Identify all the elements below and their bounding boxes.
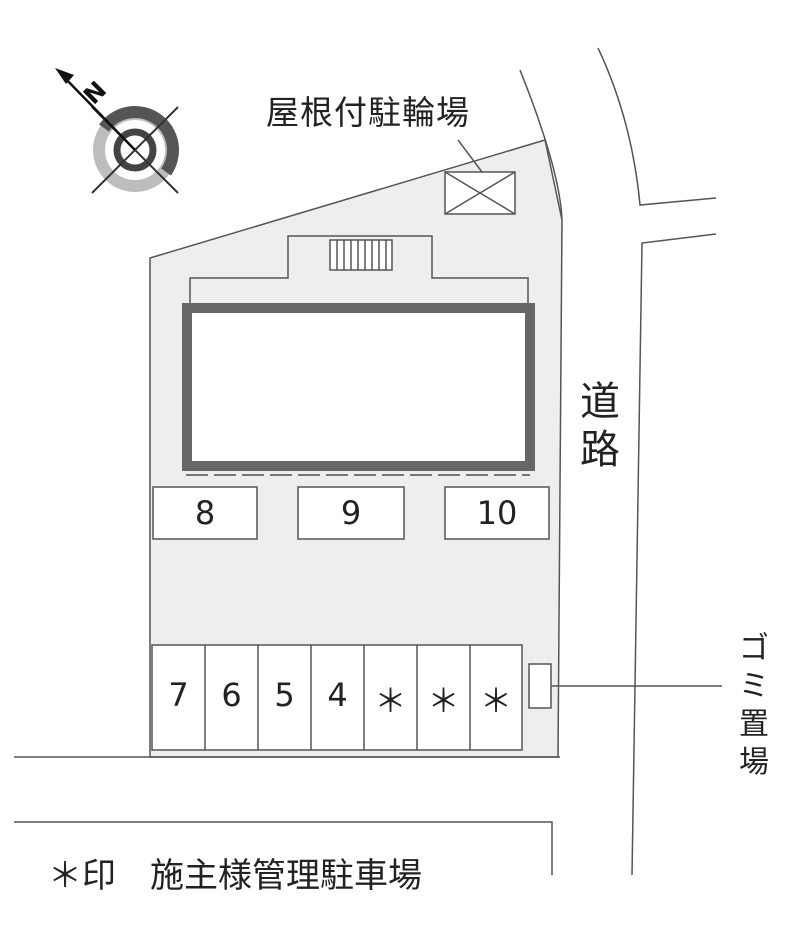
bottom-lot-4: 4 — [327, 676, 348, 714]
bicycle-parking-leader — [457, 139, 483, 173]
legend: ＊印施主様管理駐車場 — [48, 848, 422, 897]
building-outline — [189, 235, 529, 305]
building — [182, 303, 535, 471]
front-lot-8: 8 — [194, 494, 216, 532]
road-label: 道路 — [580, 379, 620, 473]
front-lot-10: 10 — [476, 494, 518, 532]
front-lot-9: 9 — [340, 494, 362, 532]
bottom-lot-owner-2: ＊ — [427, 682, 460, 720]
legend-mark: ＊印 — [48, 856, 116, 896]
road-edges — [14, 47, 717, 876]
bottom-lot-5: 5 — [274, 676, 295, 714]
bottom-lot-7: 7 — [168, 676, 189, 714]
compass-rose-icon — [55, 68, 179, 194]
front-lots — [152, 486, 550, 540]
bottom-lots — [151, 644, 523, 751]
garbage-area — [528, 663, 552, 709]
bottom-lot-owner-3: ＊ — [479, 682, 512, 720]
bicycle-parking-label: 屋根付駐輪場 — [266, 93, 470, 132]
compass-north-letter: N — [78, 76, 112, 110]
stairs — [329, 239, 393, 271]
bottom-lot-owner-1: ＊ — [374, 682, 407, 720]
bottom-lot-6: 6 — [221, 676, 242, 714]
bicycle-parking — [444, 171, 516, 215]
garbage-area-label: ゴミ置場 — [739, 631, 769, 780]
legend-text: 施主様管理駐車場 — [150, 856, 422, 896]
